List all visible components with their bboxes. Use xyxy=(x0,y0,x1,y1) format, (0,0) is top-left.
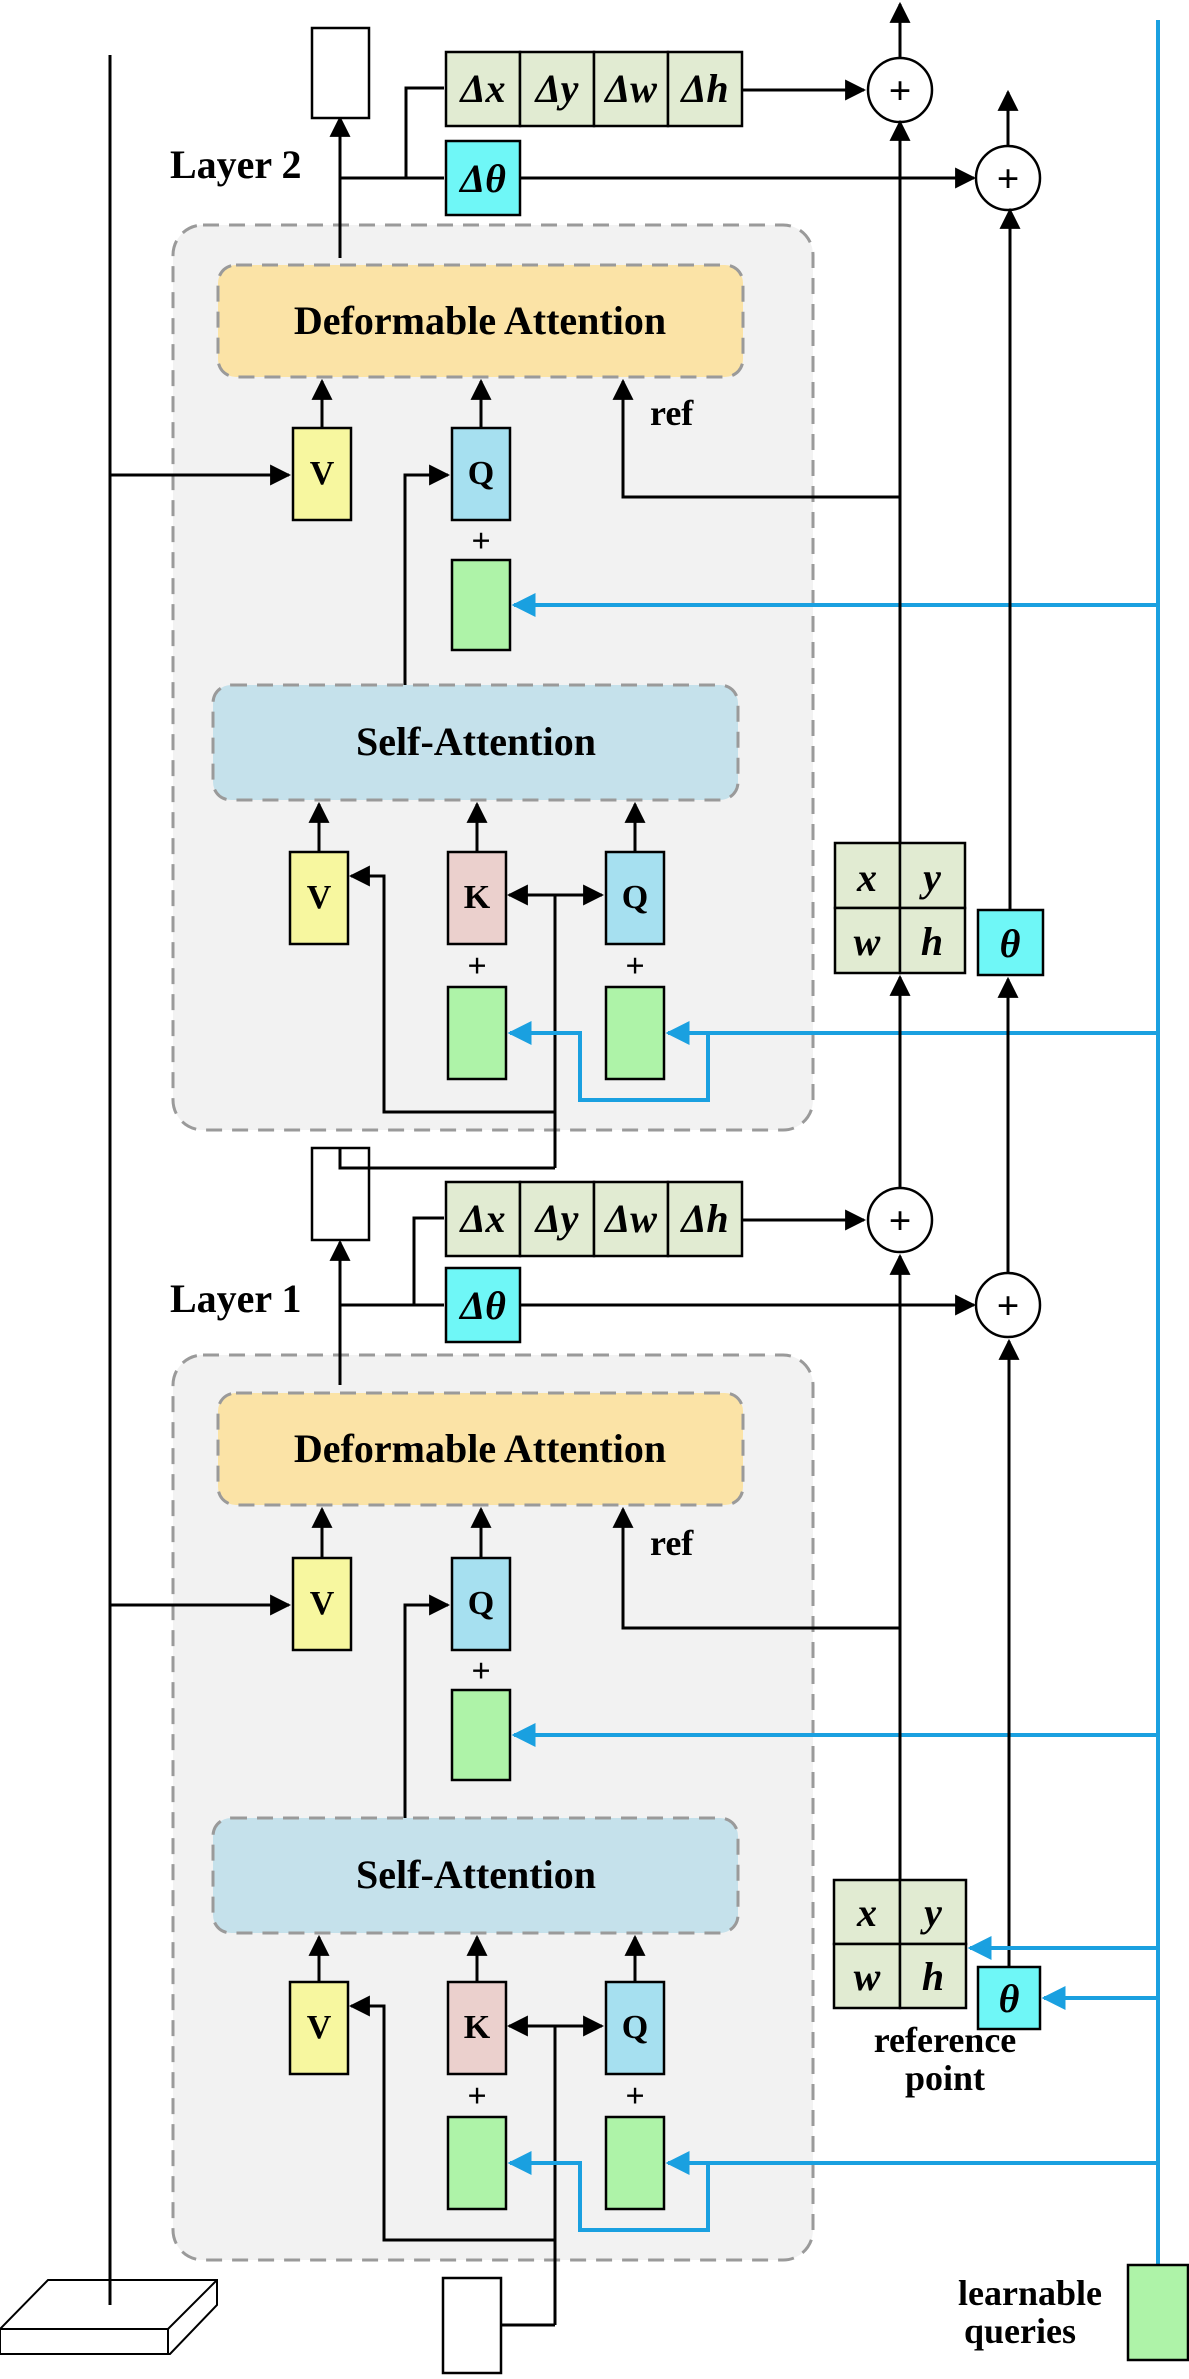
plus-sign: + xyxy=(467,948,486,985)
value-label: V xyxy=(307,2009,332,2046)
value-box xyxy=(291,426,353,522)
learnable-queries-label: queries xyxy=(964,2311,1076,2351)
deformable-attention-label: Deformable Attention xyxy=(294,298,666,343)
delta-theta-label: Δθ xyxy=(458,156,506,201)
output-query-box xyxy=(310,26,371,120)
delta-w-label: Δw xyxy=(603,1196,657,1241)
key-label: K xyxy=(464,879,491,916)
deformable-attention-block xyxy=(216,1391,745,1507)
ref-y-label: y xyxy=(920,1890,942,1935)
feature-memory-block xyxy=(0,2279,218,2355)
sum-symbol: + xyxy=(997,156,1020,201)
output-query-box xyxy=(310,1146,371,1242)
self-attention-label: Self-Attention xyxy=(356,719,596,764)
delta-x-box xyxy=(444,1180,522,1258)
layer-1: Deformable Attention Self-Attention V Q … xyxy=(110,1146,1158,2325)
ref-w-label: w xyxy=(854,919,881,964)
value-box xyxy=(291,1556,353,1652)
value-box xyxy=(288,1980,350,2076)
query-embedding-box xyxy=(450,1688,512,1782)
ref-x-label: x xyxy=(856,1890,877,1935)
plus-sign: + xyxy=(471,1653,490,1690)
delta-theta-label: Δθ xyxy=(458,1283,506,1328)
query-box xyxy=(604,850,666,946)
query-embedding-box xyxy=(450,558,512,652)
query-embedding-box xyxy=(604,2115,666,2211)
delta-h-label: Δh xyxy=(679,66,728,111)
sum-node xyxy=(866,1186,934,1254)
ref-label: ref xyxy=(650,393,694,433)
value-label: V xyxy=(307,879,332,916)
query-box xyxy=(450,1556,512,1652)
query-box xyxy=(604,1980,666,2076)
delta-theta-box xyxy=(444,1266,522,1344)
delta-w-box xyxy=(592,1180,670,1258)
key-box xyxy=(446,850,508,946)
delta-x-label: Δx xyxy=(458,66,505,111)
layer-2: Deformable Attention Self-Attention V Q … xyxy=(110,1,1158,1168)
delta-y-label: Δy xyxy=(534,66,579,111)
plus-sign: + xyxy=(471,523,490,560)
refined-reference-box: x y w h θ xyxy=(833,841,1045,977)
sum-symbol: + xyxy=(889,68,912,113)
delta-y-box xyxy=(518,50,596,128)
delta-w-box xyxy=(592,50,670,128)
deformable-attention-label: Deformable Attention xyxy=(294,1426,666,1471)
delta-h-box xyxy=(666,1180,744,1258)
key-box xyxy=(446,1980,508,2076)
self-attention-label: Self-Attention xyxy=(356,1852,596,1897)
learnable-queries-box xyxy=(1126,2263,1189,2362)
plus-sign: + xyxy=(467,2078,486,2115)
query-label: Q xyxy=(622,2009,648,2046)
query-label: Q xyxy=(622,879,648,916)
delta-x-label: Δx xyxy=(458,1196,505,1241)
input-query-box xyxy=(441,2276,503,2375)
self-attention-block xyxy=(211,1816,740,1935)
ref-x-label: x xyxy=(856,855,877,900)
delta-y-label: Δy xyxy=(534,1196,579,1241)
key-label: K xyxy=(464,2009,491,2046)
initial-reference-point: x y w h θ reference point xyxy=(832,1878,1042,2098)
key-embedding-box xyxy=(446,2115,508,2211)
value-box xyxy=(288,850,350,946)
layer-name: Layer 2 xyxy=(170,142,301,187)
ref-h-label: h xyxy=(922,1954,944,1999)
query-embedding-box xyxy=(604,985,666,1081)
self-attention-block xyxy=(211,683,740,802)
sum-symbol: + xyxy=(889,1198,912,1243)
key-embedding-box xyxy=(446,985,508,1081)
deformable-attention-block xyxy=(216,263,745,379)
reference-point-label: reference xyxy=(874,2020,1017,2060)
delta-w-label: Δw xyxy=(603,66,657,111)
ref-y-label: y xyxy=(919,855,941,900)
value-label: V xyxy=(310,1585,335,1622)
delta-x-box xyxy=(444,50,522,128)
ref-label: ref xyxy=(650,1523,694,1563)
plus-sign: + xyxy=(625,948,644,985)
plus-sign: + xyxy=(625,2078,644,2115)
reference-point-label: point xyxy=(905,2058,985,2098)
delta-theta-box xyxy=(444,139,522,217)
delta-h-label: Δh xyxy=(679,1196,728,1241)
query-label: Q xyxy=(468,455,494,492)
ref-w-label: w xyxy=(854,1954,881,1999)
query-label: Q xyxy=(468,1585,494,1622)
sum-node xyxy=(974,1271,1042,1339)
sum-symbol: + xyxy=(997,1283,1020,1328)
learnable-queries-label: learnable xyxy=(958,2273,1102,2313)
layer-name: Layer 1 xyxy=(170,1276,301,1321)
ref-theta-label: θ xyxy=(999,1976,1020,2021)
ref-h-label: h xyxy=(921,919,943,964)
ref-theta-label: θ xyxy=(1000,921,1021,966)
value-label: V xyxy=(310,455,335,492)
